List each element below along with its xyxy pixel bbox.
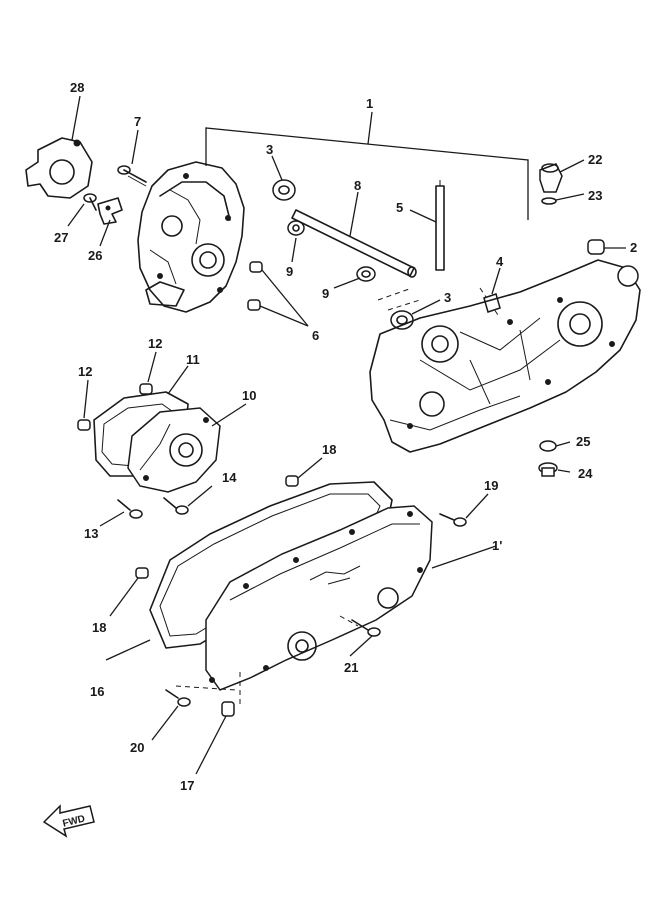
right-crankcase-half [369,259,641,453]
part-3-bearing-lower [390,310,414,330]
part-5-pin [435,180,445,271]
fwd-label: FWD [62,814,87,830]
part-13-bolt [117,499,143,519]
part-22-fitting [539,163,563,193]
callout-16: 16 [90,684,104,699]
part-14-bolt [163,497,189,515]
part-9-oil-seal-upper [287,220,305,236]
callout-10: 10 [242,388,256,403]
part-24-drain-plug [538,462,558,477]
callout-23: 23 [588,188,602,203]
part-20-bolt [165,689,191,707]
left-crankcase-half [137,161,245,313]
callout-3-lower: 3 [444,290,451,305]
callout-9-upper: 9 [286,264,293,279]
part-6-dowel-pins [247,261,263,311]
callout-12-upper: 12 [148,336,162,351]
callout-7: 7 [134,114,141,129]
part-18-pin-lower [135,567,149,579]
part-8-shaft [291,209,417,278]
part-7-bolt [117,165,147,187]
callout-labels: 1 1' 2 3 3 4 5 6 7 8 9 9 10 11 12 12 13 … [54,80,637,793]
callout-24: 24 [578,466,593,481]
part-25-washer [539,440,557,452]
part-9-oil-seal-lower [356,266,376,282]
callout-14: 14 [222,470,237,485]
callout-22: 22 [588,152,602,167]
callout-18-lower: 18 [92,620,106,635]
callout-8: 8 [354,178,361,193]
part-4-bolt [483,293,501,313]
callout-11: 11 [186,352,200,367]
part-10-cover [127,407,221,493]
part-18-pin-upper [285,475,299,487]
part-17-dowel [221,701,235,717]
callout-28: 28 [70,80,84,95]
part-1-group-bracket [205,111,529,220]
part-27-bolt [83,193,97,211]
callout-3-upper: 3 [266,142,273,157]
callout-4: 4 [496,254,504,269]
part-1-prime-crankcase-cover [205,505,433,691]
part-26-bracket [97,197,123,225]
callout-25: 25 [576,434,590,449]
part-28-cover-plate [25,137,93,199]
callout-20: 20 [130,740,144,755]
callout-26: 26 [88,248,102,263]
callout-2: 2 [630,240,637,255]
callout-6: 6 [312,328,319,343]
callout-13: 13 [84,526,98,541]
callout-17: 17 [180,778,194,793]
callout-27: 27 [54,230,68,245]
assembly-dashed-lines-lower [175,615,359,704]
callout-5: 5 [396,200,403,215]
part-2-plug [587,239,605,255]
part-12-pins [77,383,153,431]
part-21-bolt [351,619,381,637]
callout-9-lower: 9 [322,286,329,301]
callout-1-prime: 1' [492,538,502,553]
part-19-bolt [439,513,467,527]
part-23-o-ring [541,197,557,205]
callout-18-upper: 18 [322,442,336,457]
fwd-arrow-icon: FWD [42,804,95,838]
callout-12-lower: 12 [78,364,92,379]
callout-1: 1 [366,96,373,111]
callout-19: 19 [484,478,498,493]
leader-lines [67,95,626,775]
part-3-bearing-upper [272,179,296,201]
callout-21: 21 [344,660,358,675]
